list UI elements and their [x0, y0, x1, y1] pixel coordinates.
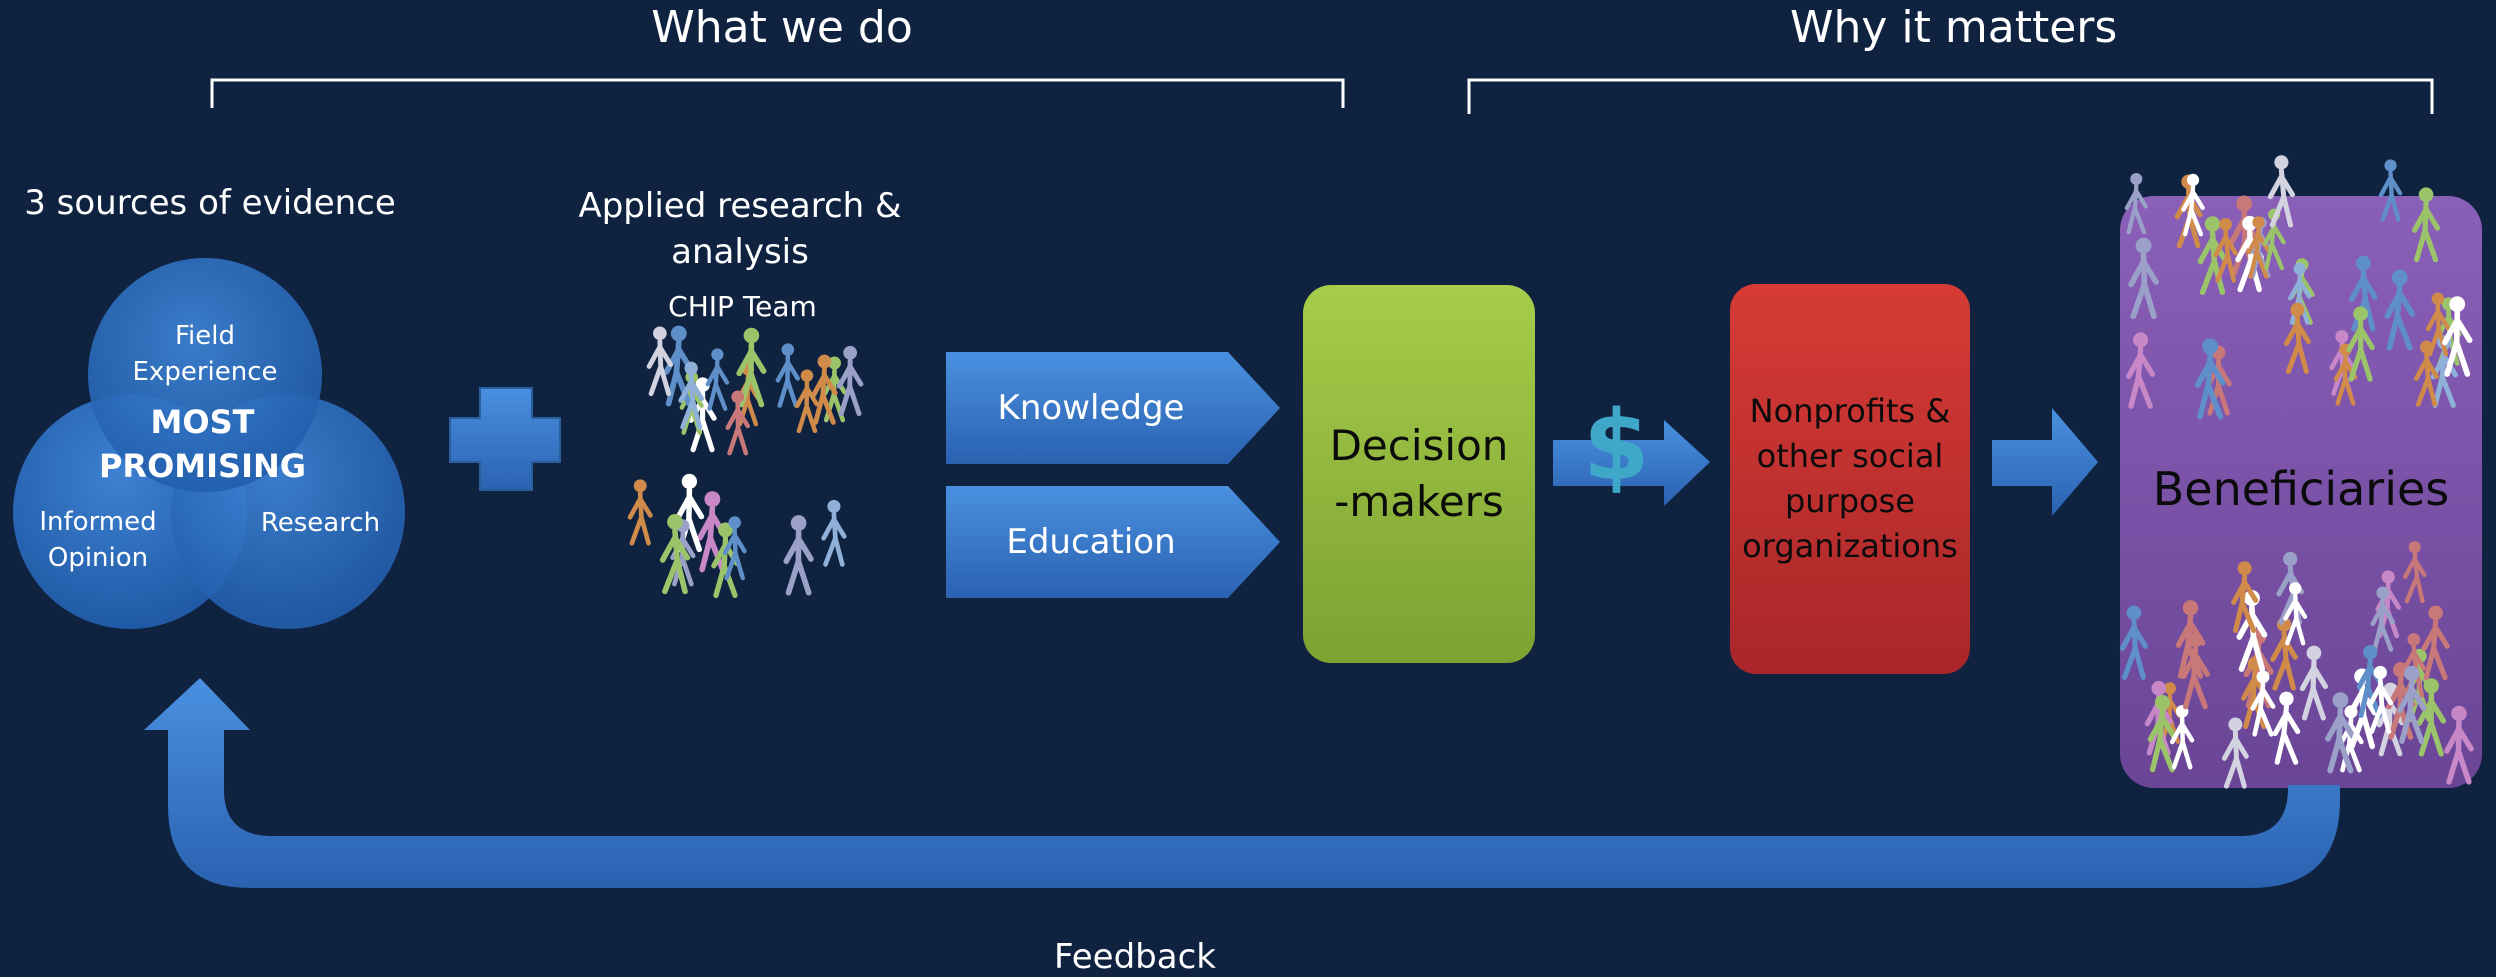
person-icon	[2283, 582, 2308, 646]
person-icon	[2181, 173, 2205, 237]
plus-icon	[449, 387, 561, 491]
person-icon	[811, 354, 838, 425]
person-icon	[2384, 269, 2415, 351]
person-icon	[2213, 217, 2238, 283]
knowledge-arrow	[946, 352, 1280, 464]
beneficiaries-crowd	[2119, 155, 2474, 789]
person-icon	[2370, 586, 2396, 652]
person-icon	[2397, 665, 2427, 744]
person-icon	[627, 479, 653, 546]
person-icon	[2403, 541, 2427, 604]
person-icon	[2272, 691, 2301, 765]
person-icon	[705, 348, 730, 411]
person-icon	[2231, 561, 2259, 634]
education-arrow	[946, 486, 1280, 598]
chip-team-crowd	[627, 325, 864, 599]
person-icon	[783, 515, 814, 596]
person-icon	[836, 345, 864, 417]
person-icon	[697, 491, 728, 573]
person-icon	[2325, 692, 2356, 774]
knowledge-label: Knowledge	[997, 388, 1185, 428]
person-icon	[2119, 605, 2148, 680]
research-title: Applied research & analysis	[578, 186, 902, 272]
person-icon	[794, 369, 819, 434]
person-icon	[2267, 155, 2296, 228]
person-icon	[736, 327, 767, 408]
chip-team-label: CHIP Team	[668, 290, 817, 323]
person-icon	[2246, 216, 2271, 279]
person-icon	[2147, 695, 2177, 773]
person-icon	[2180, 632, 2210, 710]
funding-arrow	[1553, 420, 1710, 506]
venn-label-field-experience: Field Experience	[132, 321, 278, 387]
education-label: Education	[1006, 522, 1176, 562]
person-icon	[663, 325, 695, 407]
feedback-label: Feedback	[1054, 937, 1216, 977]
beneficiaries-label: Beneficiaries	[2152, 462, 2450, 516]
person-icon	[775, 343, 800, 408]
nonprofits-label: Nonprofits & other social purpose organi…	[1742, 392, 1958, 565]
person-icon	[646, 326, 673, 397]
venn-label-research: Research	[260, 508, 381, 538]
venn-circle-field-experience	[88, 258, 322, 492]
person-icon	[2346, 306, 2375, 382]
person-icon	[678, 361, 704, 430]
person-icon	[2299, 645, 2329, 721]
person-icon	[659, 514, 691, 595]
why-it-matters-heading: Why it matters	[1790, 2, 2118, 53]
person-icon	[2158, 682, 2182, 744]
person-icon	[2270, 617, 2298, 691]
person-icon	[2367, 665, 2394, 734]
person-icon	[2128, 237, 2159, 320]
evidence-venn	[13, 258, 405, 629]
person-icon	[2194, 338, 2226, 420]
person-icon	[2126, 332, 2156, 409]
most-promising-label: MOST PROMISING	[98, 403, 307, 485]
person-icon	[2378, 159, 2403, 222]
what-we-do-bracket	[210, 78, 1345, 108]
venn-label-informed-opinion: Informed Opinion	[39, 507, 157, 573]
decision-makers-label: Decision -makers	[1329, 421, 1509, 526]
decision-makers-box	[1303, 285, 1535, 663]
person-icon	[722, 516, 747, 581]
person-icon	[2442, 296, 2473, 377]
person-icon	[821, 499, 847, 567]
impact-arrow	[1992, 408, 2098, 516]
why-it-matters-bracket	[1467, 78, 2434, 114]
person-icon	[2250, 670, 2276, 737]
person-icon	[2283, 302, 2311, 375]
what-we-do-heading: What we do	[651, 2, 913, 53]
evidence-title: 3 sources of evidence	[24, 183, 396, 223]
person-icon	[2221, 717, 2249, 789]
person-icon	[2124, 172, 2148, 235]
feedback-arrow	[144, 678, 2340, 888]
nonprofits-box	[1730, 284, 1970, 674]
dollar-icon: $	[1583, 390, 1650, 502]
person-icon	[2444, 705, 2474, 785]
person-icon	[2421, 605, 2450, 681]
person-icon	[725, 390, 750, 456]
person-icon	[2411, 187, 2441, 263]
